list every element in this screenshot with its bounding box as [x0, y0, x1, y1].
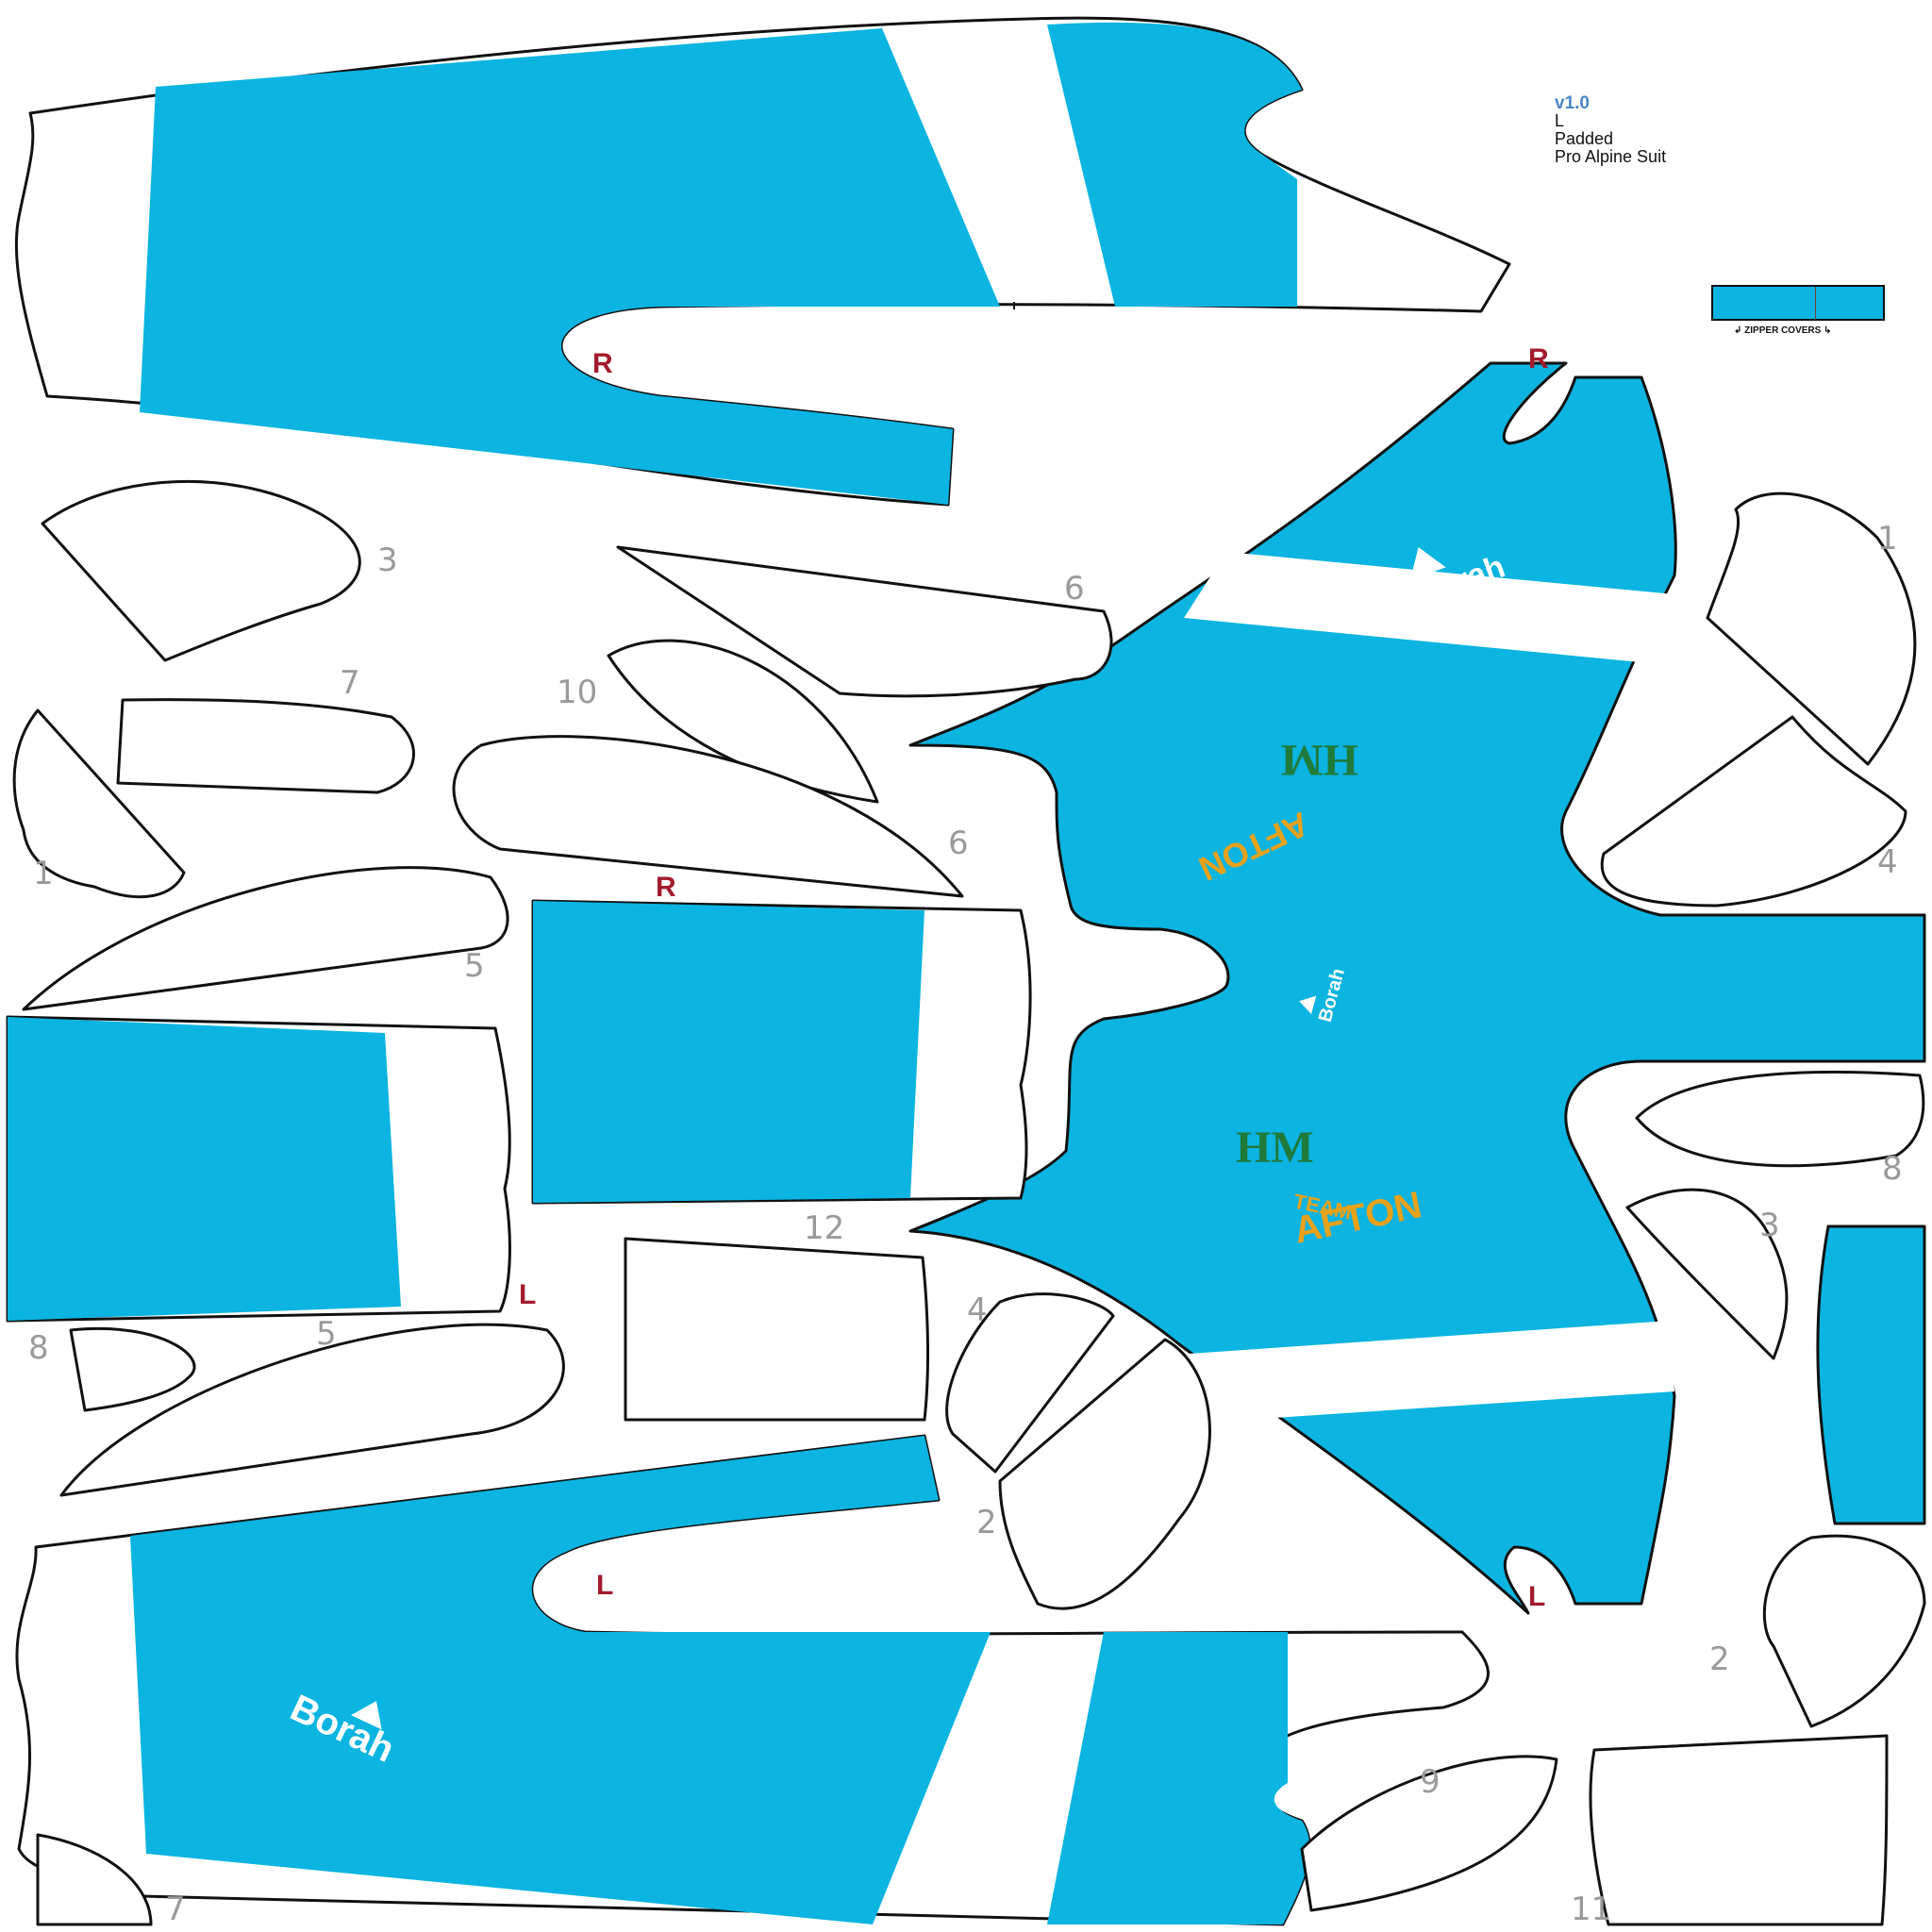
- piece-7b: [36, 1833, 153, 1926]
- piece-number-5b: 5: [316, 1315, 337, 1353]
- version-label: v1.0: [1555, 93, 1590, 113]
- piece-7a: [116, 698, 416, 794]
- piece-11: [1589, 1734, 1889, 1926]
- hm-mark-top: HM: [1280, 735, 1358, 785]
- zipper-covers-piece: [1711, 285, 1885, 321]
- small-pieces: [12, 479, 1926, 1926]
- piece-number-8b: 8: [1882, 1150, 1903, 1188]
- piece-number-1a: 1: [33, 855, 54, 892]
- side-marker-r1: R: [592, 348, 613, 379]
- piece-number-6b: 6: [948, 824, 969, 862]
- piece-2a: [998, 1338, 1211, 1610]
- piece-4b: [1600, 715, 1907, 908]
- piece-8b: [1635, 1070, 1925, 1168]
- piece-6b: [452, 735, 964, 898]
- size-label: L: [1555, 111, 1565, 130]
- spec-info-block: v1.0 L Padded Pro Alpine Suit: [1555, 94, 1666, 166]
- hm-mark-bottom: HM: [1236, 1123, 1314, 1173]
- piece-number-6a: 6: [1064, 570, 1085, 608]
- piece-1b: [1706, 491, 1917, 766]
- side-marker-l2: L: [596, 1570, 613, 1601]
- arrow-icon-right: ↳: [1821, 325, 1832, 336]
- piece-6a: [616, 545, 1113, 698]
- hm-mark-bottom-text: HM: [1236, 1123, 1314, 1173]
- piece-number-3a: 3: [377, 541, 398, 579]
- piece-number-8a: 8: [28, 1329, 49, 1367]
- piece-3a: [41, 479, 361, 662]
- piece-3b: [1625, 1188, 1789, 1360]
- side-marker-l3: L: [1528, 1581, 1545, 1612]
- sleeve-left-piece: [15, 1434, 1490, 1926]
- zipper-covers-text: ZIPPER COVERS: [1744, 325, 1822, 336]
- piece-number-3b: 3: [1759, 1207, 1780, 1244]
- upper-arm-left-piece: [6, 1015, 511, 1323]
- piece-number-4a: 4: [967, 1291, 988, 1329]
- piece-number-1b: 1: [1877, 520, 1898, 558]
- piece-number-9: 9: [1420, 1763, 1441, 1801]
- torso-main-piece: [908, 361, 1926, 1615]
- side-marker-r3: R: [656, 872, 676, 903]
- piece-number-2b: 2: [1709, 1641, 1730, 1678]
- zipper-covers-label: ↲ ZIPPER COVERS ↳: [1734, 325, 1831, 336]
- side-marker-l1: L: [519, 1279, 536, 1310]
- piece-number-2a: 2: [976, 1504, 997, 1541]
- piece-8a: [69, 1327, 196, 1412]
- piece-number-7a: 7: [340, 664, 360, 702]
- piece-4a: [945, 1292, 1115, 1474]
- piece-number-4b: 4: [1877, 843, 1898, 881]
- sleeve-right-piece: [14, 16, 1511, 507]
- piece-10: [607, 639, 879, 804]
- zipper-strip-piece: [1816, 1224, 1926, 1525]
- zipper-divider: [1815, 287, 1816, 319]
- piece-number-5a: 5: [464, 947, 485, 985]
- piece-number-11: 11: [1571, 1890, 1611, 1928]
- piece-1a: [12, 708, 186, 899]
- piece-5b: [59, 1323, 565, 1497]
- padding-label: Padded: [1555, 129, 1614, 148]
- product-label: Pro Alpine Suit: [1555, 147, 1667, 166]
- piece-2b: [1762, 1534, 1926, 1728]
- piece-5a: [22, 866, 509, 1011]
- upper-arm-right-piece: [531, 899, 1032, 1205]
- hm-mark-top-text: HM: [1280, 735, 1358, 785]
- side-marker-r2: R: [1528, 343, 1549, 375]
- arrow-icon-left: ↲: [1734, 325, 1745, 336]
- piece-9: [1300, 1755, 1558, 1912]
- piece-12: [624, 1237, 930, 1422]
- piece-number-12: 12: [804, 1209, 844, 1247]
- piece-number-7b: 7: [165, 1890, 186, 1928]
- piece-number-10: 10: [557, 674, 597, 711]
